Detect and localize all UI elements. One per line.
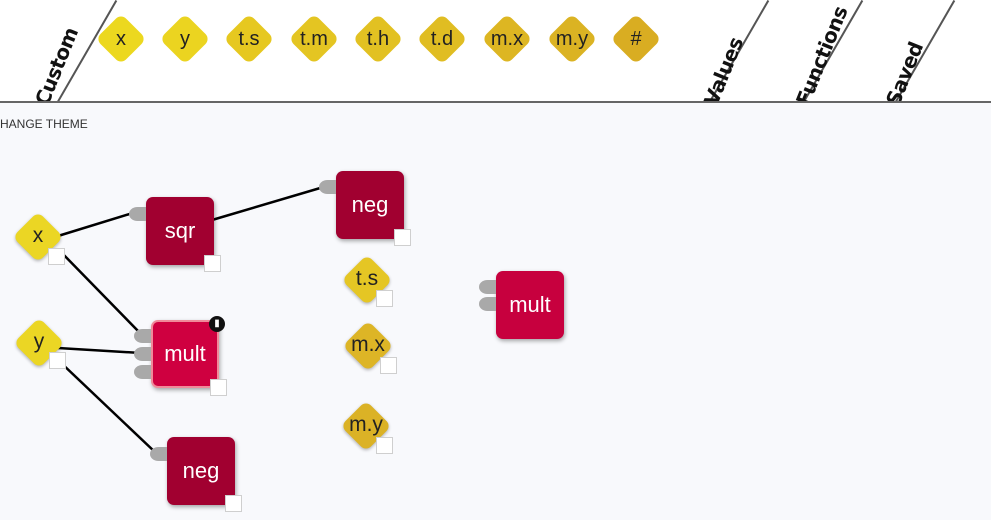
node-x[interactable]: x: [12, 211, 65, 265]
palette-m-y-label: m.y: [555, 28, 589, 50]
node-neg-top-output-port[interactable]: [394, 229, 411, 246]
palette-m-y[interactable]: m.y: [546, 13, 598, 65]
palette-number-label: #: [630, 28, 642, 50]
node-m-y-label: m.y: [349, 413, 383, 436]
node-neg-top-input-port[interactable]: [319, 180, 336, 194]
palette-m-x-label: m.x: [490, 28, 524, 50]
wire-y-to-mult: [57, 346, 142, 355]
node-m-y[interactable]: m.y: [340, 400, 393, 454]
node-t-s-output-port[interactable]: [376, 290, 393, 307]
palette-y[interactable]: y: [159, 13, 211, 65]
node-sqr-input-port[interactable]: [129, 207, 146, 221]
node-x-label: x: [32, 224, 44, 247]
node-sqr-output-port[interactable]: [204, 255, 221, 272]
node-mult-input-port-2[interactable]: [134, 347, 151, 361]
node-y-label: y: [33, 330, 45, 353]
palette-t-d[interactable]: t.d: [416, 13, 468, 65]
change-theme-link[interactable]: HANGE THEME: [0, 117, 88, 131]
node-mult-input-port-3[interactable]: [134, 365, 151, 379]
node-m-x[interactable]: m.x: [342, 320, 397, 374]
wire-x-to-mult: [57, 248, 142, 335]
palette-t-s-label: t.s: [238, 28, 260, 50]
node-m-x-output-port[interactable]: [380, 357, 397, 374]
palette-t-h[interactable]: t.h: [352, 13, 404, 65]
node-mult-right-label: mult: [509, 292, 551, 317]
tab-values[interactable]: Values: [699, 33, 749, 103]
node-mult-selected-label: mult: [164, 341, 206, 366]
palette-t-d-label: t.d: [430, 28, 454, 50]
palette-x-label: x: [116, 28, 126, 50]
tab-saved[interactable]: Saved: [881, 38, 929, 103]
node-mult-right-input-port-1[interactable]: [479, 280, 496, 294]
node-m-x-label: m.x: [351, 333, 385, 356]
palette-number[interactable]: #: [610, 13, 662, 65]
tab-functions[interactable]: Functions: [791, 2, 853, 103]
node-y[interactable]: y: [13, 317, 66, 369]
wire-sqr-to-neg: [211, 184, 328, 222]
node-mult-selected-output-port[interactable]: [210, 379, 227, 396]
node-neg-bottom-input-port[interactable]: [150, 447, 167, 461]
node-neg-top-label: neg: [351, 192, 389, 217]
node-sqr[interactable]: sqr: [129, 197, 221, 272]
node-mult-input-port-1[interactable]: [134, 329, 151, 343]
node-neg-bottom[interactable]: neg: [150, 437, 242, 512]
palette-t-h-label: t.h: [366, 28, 390, 50]
node-mult-selected[interactable]: mult ▮: [134, 316, 227, 396]
palette-t-m[interactable]: t.m: [288, 13, 340, 65]
toolbar: Custom Values Functions Saved x y t.s t.…: [0, 0, 991, 103]
node-neg-bottom-output-port[interactable]: [225, 495, 242, 512]
palette-x[interactable]: x: [95, 13, 147, 65]
node-mult-right[interactable]: mult: [479, 271, 564, 339]
node-mult-right-input-port-2[interactable]: [479, 297, 496, 311]
node-m-y-output-port[interactable]: [376, 437, 393, 454]
palette-t-m-label: t.m: [300, 28, 328, 50]
trash-icon[interactable]: ▮: [209, 316, 225, 332]
tab-custom[interactable]: Custom: [30, 23, 83, 103]
palette-y-label: y: [180, 28, 190, 50]
node-neg-bottom-label: neg: [182, 458, 220, 483]
node-y-output-port[interactable]: [49, 352, 66, 369]
wire-x-to-sqr: [57, 210, 137, 238]
node-neg-top[interactable]: neg: [319, 171, 411, 246]
palette-t-s[interactable]: t.s: [223, 13, 275, 65]
node-x-output-port[interactable]: [48, 248, 65, 265]
node-sqr-label: sqr: [164, 218, 196, 243]
node-t-s-label: t.s: [355, 267, 379, 290]
palette-m-x[interactable]: m.x: [481, 13, 533, 65]
node-t-s[interactable]: t.s: [341, 254, 393, 307]
